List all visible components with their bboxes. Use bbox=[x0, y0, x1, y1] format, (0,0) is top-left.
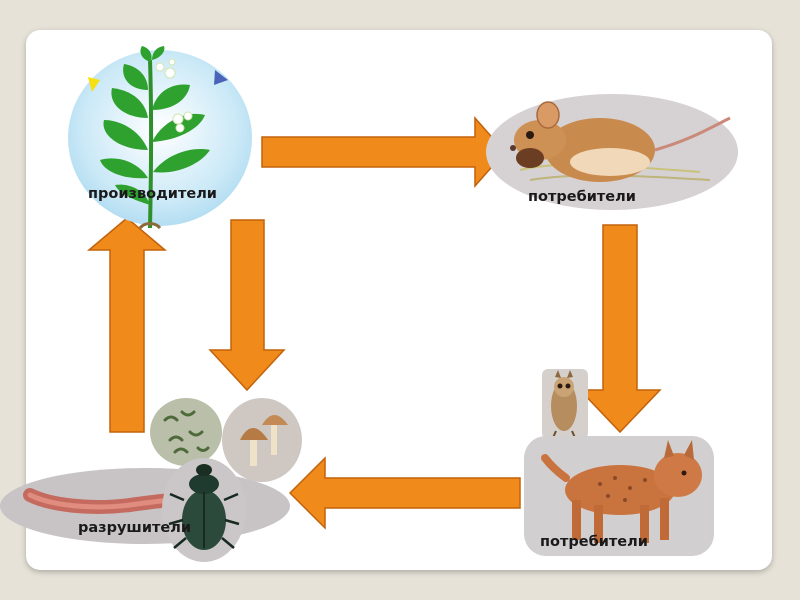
consumers-2-node bbox=[524, 436, 714, 556]
label-producers: производители bbox=[88, 186, 217, 202]
mushroom-icon bbox=[222, 398, 302, 482]
plant-icon bbox=[88, 46, 228, 230]
arrow-consumers-to-predator bbox=[578, 224, 662, 434]
mouse-icon bbox=[510, 101, 731, 182]
consumers-1-node bbox=[486, 94, 738, 210]
arrow-predator-to-decomposers bbox=[288, 456, 521, 530]
owl-icon bbox=[542, 369, 588, 441]
lynx-icon bbox=[541, 440, 702, 543]
arrow-producers-to-decomposers bbox=[208, 219, 286, 392]
label-decomposers: разрушители bbox=[78, 520, 191, 536]
label-consumers-2: потребители bbox=[540, 534, 648, 550]
decomposers-node bbox=[0, 398, 302, 562]
arrow-producers-to-consumers bbox=[261, 116, 507, 188]
beetle-icon bbox=[162, 458, 246, 562]
label-consumers-1: потребители bbox=[528, 189, 636, 205]
arrow-decomposers-to-producers bbox=[86, 217, 168, 433]
producers-node bbox=[68, 46, 252, 230]
bacteria-icon bbox=[150, 398, 222, 466]
